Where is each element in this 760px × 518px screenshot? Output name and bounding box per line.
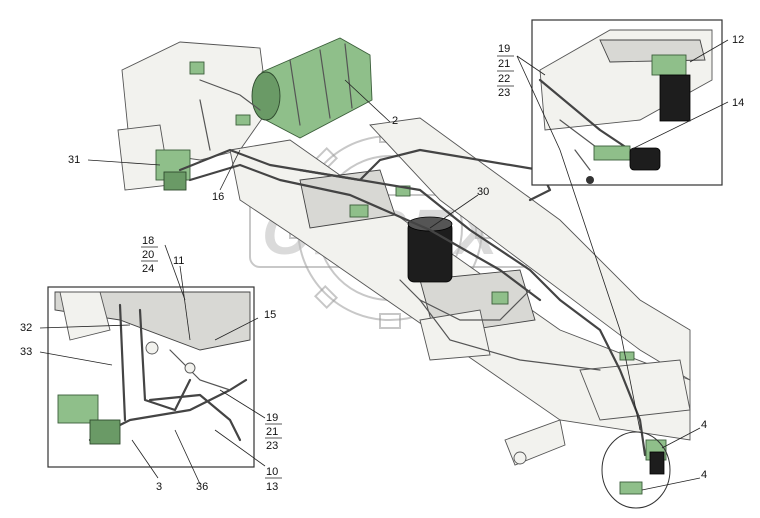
callout-36: 36 xyxy=(196,481,208,493)
callout-16: 16 xyxy=(212,191,224,203)
air-receiver-tank xyxy=(251,37,373,139)
air-dryer-canister xyxy=(407,216,453,283)
main-chassis-frame xyxy=(117,41,691,466)
callout-4-upper: 4 xyxy=(701,419,707,431)
tank-end-cap xyxy=(251,71,281,121)
callout-3: 3 xyxy=(156,481,162,493)
inset-valve-14 xyxy=(593,145,631,161)
brake-line-rear xyxy=(419,299,601,371)
brake-line-secondary xyxy=(188,163,542,302)
callout-4-lower: 4 xyxy=(701,469,707,481)
callout-14: 14 xyxy=(732,97,744,109)
inset-compressor xyxy=(57,394,99,424)
leader-lines xyxy=(39,39,729,491)
inset-detail-top-right xyxy=(531,19,723,186)
side-rail-right xyxy=(369,117,691,381)
callout-33: 33 xyxy=(20,346,32,358)
rear-brake-chambers xyxy=(601,431,671,509)
brake-lines xyxy=(178,79,647,457)
callout-19-top: 19 xyxy=(498,43,510,55)
callout-22: 22 xyxy=(498,73,510,85)
callout-10: 10 xyxy=(266,466,278,478)
callout-24: 24 xyxy=(142,263,154,275)
callout-19-bottom: 19 xyxy=(266,412,278,424)
callout-20: 20 xyxy=(142,249,154,261)
inset-black-bracket xyxy=(659,74,691,122)
brake-line-main xyxy=(178,148,647,457)
brake-line-loop xyxy=(399,279,531,321)
callout-2: 2 xyxy=(392,115,398,127)
compressor-valve-assembly xyxy=(155,149,191,191)
callout-32: 32 xyxy=(20,322,32,334)
inset-brake-valve-12 xyxy=(651,54,687,76)
detail-ellipse xyxy=(601,431,671,509)
callout-21-bottom: 21 xyxy=(266,426,278,438)
callout-23-top: 23 xyxy=(498,87,510,99)
tow-pin xyxy=(513,451,527,465)
brake-line-front xyxy=(199,79,261,151)
callout-31: 31 xyxy=(68,154,80,166)
callout-15: 15 xyxy=(264,309,276,321)
callout-23-bottom: 23 xyxy=(266,440,278,452)
cross-member-rear xyxy=(579,359,691,421)
callout-12: 12 xyxy=(732,34,744,46)
brake-line-upper xyxy=(298,148,552,202)
callout-11: 11 xyxy=(173,255,184,267)
callout-13: 13 xyxy=(266,481,278,493)
callout-labels: 2 31 16 30 12 14 19 21 22 23 18 20 24 11… xyxy=(20,34,744,493)
callout-18: 18 xyxy=(142,235,154,247)
mounting-clips xyxy=(189,61,635,361)
callout-30: 30 xyxy=(477,186,489,198)
callout-21-top: 21 xyxy=(498,58,510,70)
inset-detail-bottom-left xyxy=(47,286,255,468)
